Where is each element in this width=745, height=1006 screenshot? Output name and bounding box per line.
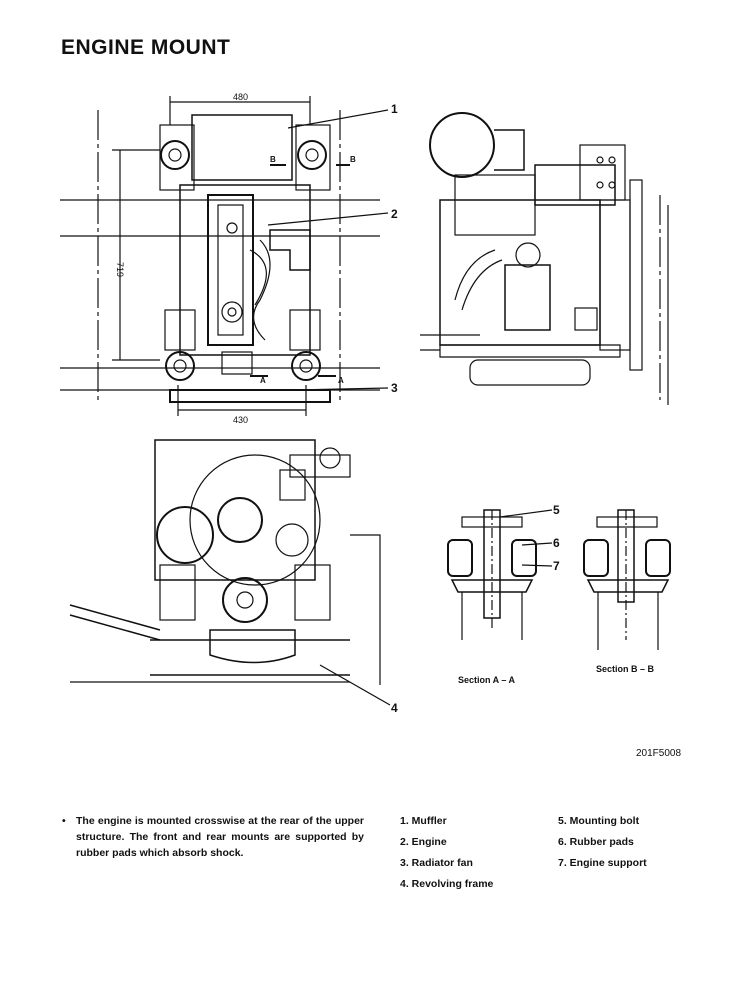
dim-height-label: 719 [115,262,125,277]
section-mark-b-right: B [350,155,356,164]
dim-bottom-label: 430 [233,415,248,425]
callout-4: 4 [391,701,398,715]
legend-item-rubber-pads: 6. Rubber pads [558,836,634,848]
description-note: • The engine is mounted crosswise at the… [62,813,364,861]
callout-5: 5 [553,503,560,517]
legend-item-radiator-fan: 3. Radiator fan [400,857,473,869]
legend-item-mounting-bolt: 5. Mounting bolt [558,815,640,827]
callout-7: 7 [553,559,560,573]
section-bb-drawing [583,509,671,650]
dim-width-label: 480 [233,92,248,102]
legend-item-revolving-frame: 4. Revolving frame [400,878,494,890]
callout-2: 2 [391,207,398,221]
note-bullet: • [62,815,66,827]
legend-item-engine: 2. Engine [400,836,447,848]
engine-mount-diagram: 480 719 430 A A B B 1 2 3 [60,92,671,715]
callout-3: 3 [391,381,398,395]
section-mark-a-left: A [260,376,266,385]
legend-item-engine-support: 7. Engine support [558,857,647,869]
section-bb-label: Section B – B [596,664,655,674]
front-view-drawing [69,439,391,706]
legend-item-muffler: 1. Muffler [400,815,447,827]
legend-column-1: 1. Muffler 2. Engine 3. Radiator fan 4. … [400,815,493,899]
top-view-drawing [60,96,389,416]
note-text: The engine is mounted crosswise at the r… [76,815,364,859]
callout-6: 6 [553,536,560,550]
figure-number: 201F5008 [636,748,682,759]
section-mark-a-right: A [338,376,344,385]
legend-column-2: 5. Mounting bolt 6. Rubber pads 7. Engin… [558,815,647,878]
callout-1: 1 [391,102,398,116]
section-mark-b-left: B [270,155,276,164]
section-aa-label: Section A – A [458,675,516,685]
side-view-drawing [420,112,669,405]
section-aa-drawing [447,509,553,640]
page-title: ENGINE MOUNT [61,36,231,59]
